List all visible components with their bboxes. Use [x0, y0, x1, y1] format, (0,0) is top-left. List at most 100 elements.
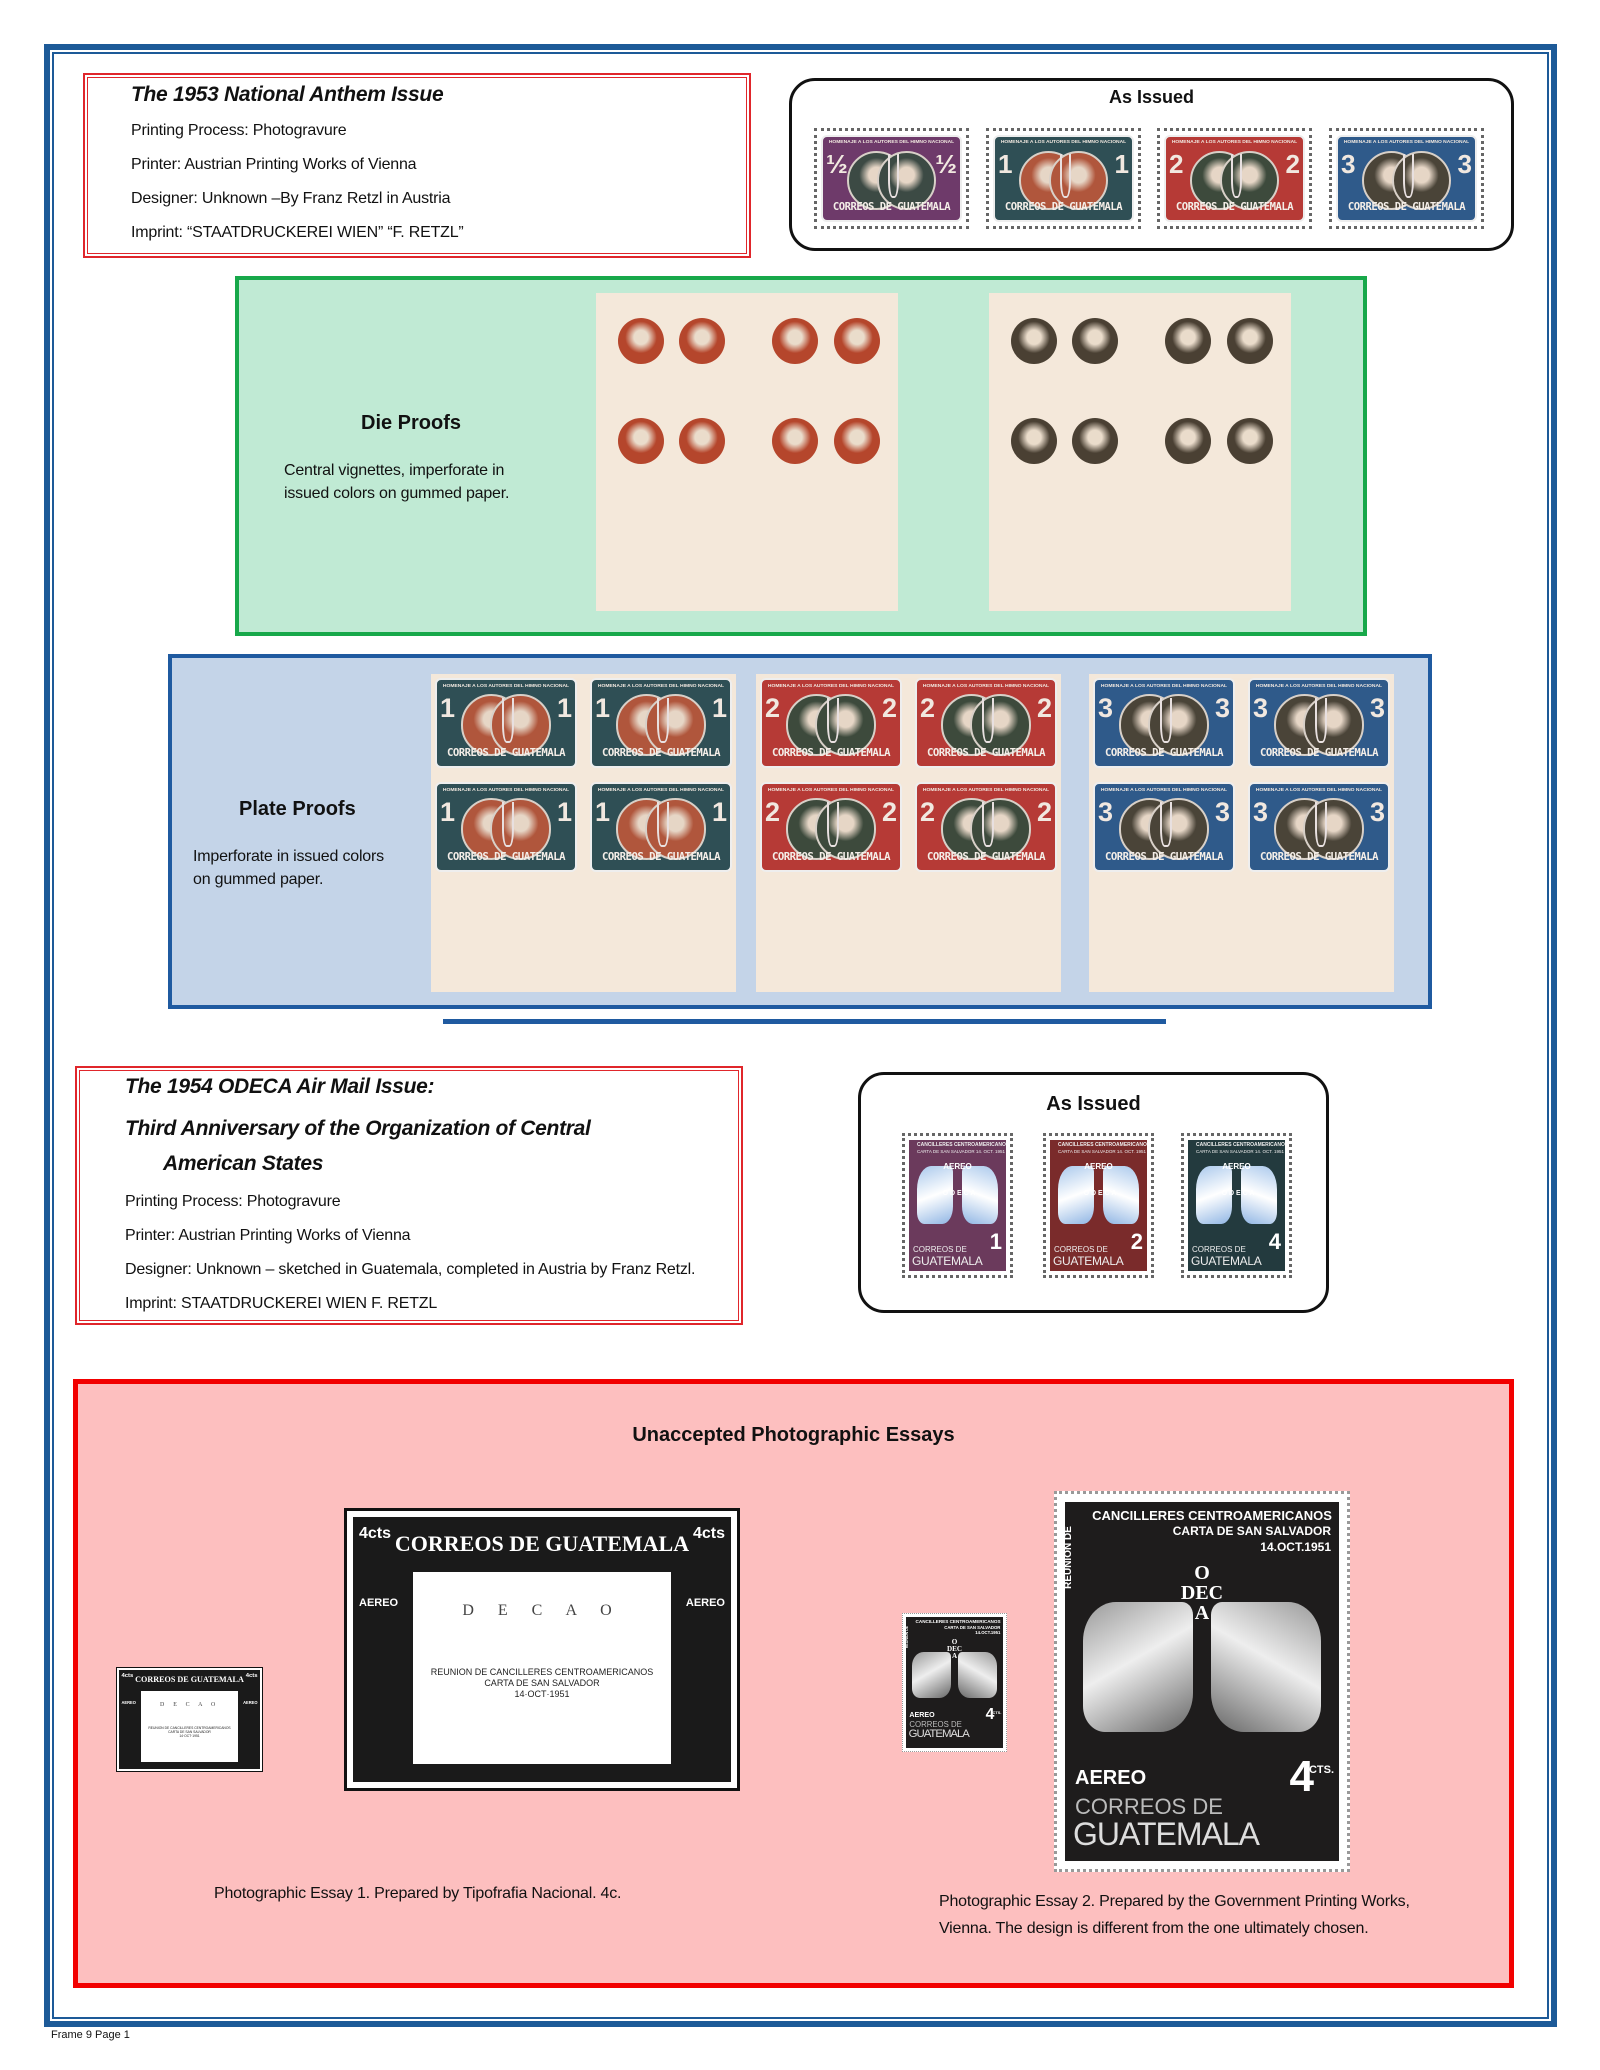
stamp-design: HOMENAJE A LOS AUTORES DEL HIMNO NACIONA…	[1336, 135, 1477, 222]
denomination-left: 2	[765, 692, 781, 723]
stamp-top-text: CANCILLERES CENTROAMERICANOS	[1196, 1142, 1285, 1148]
stamp-header: HOMENAJE A LOS AUTORES DEL HIMNO NACIONA…	[922, 683, 1050, 689]
as-issued-label: As Issued	[1108, 87, 1195, 107]
stamp-design: HOMENAJE A LOS AUTORES DEL HIMNO NACIONA…	[435, 678, 577, 768]
stamp-header: HOMENAJE A LOS AUTORES DEL HIMNO NACIONA…	[1100, 787, 1228, 793]
issue-1954-title: American States	[163, 1152, 324, 1175]
plate-proof-sheet: HOMENAJE A LOS AUTORES DEL HIMNO NACIONA…	[1089, 674, 1394, 992]
denomination-left: 1	[440, 692, 456, 723]
portrait-right	[1302, 798, 1364, 860]
divider-line	[443, 1019, 1166, 1024]
stamp-design: HOMENAJE A LOS AUTORES DEL HIMNO NACIONA…	[435, 782, 577, 872]
essay-2-odeca: A	[1194, 1602, 1210, 1624]
denomination-right: 2	[1036, 692, 1052, 723]
flag-right	[1103, 1166, 1139, 1224]
info-line: Imprint: STAATDRUCKEREI WIEN F. RETZL	[125, 1295, 438, 1312]
essay-2-top: CANCILLERES CENTROAMERICANOS	[1092, 1508, 1332, 1523]
info-line: Designer: Unknown –By Franz Retzl in Aus…	[131, 190, 451, 207]
stamp-footer: CORREOS DE GUATEMALA	[446, 745, 566, 759]
essay-2-flag-left	[1083, 1602, 1193, 1732]
denomination-left: 1	[998, 149, 1013, 180]
lyre-icon	[887, 154, 900, 198]
stamp-header: HOMENAJE A LOS AUTORES DEL HIMNO NACIONA…	[442, 683, 570, 689]
portrait-right	[1302, 694, 1364, 756]
denomination-left: 2	[920, 692, 936, 723]
vignette-proof	[772, 418, 818, 464]
plate-proofs-title: Plate Proofs	[239, 798, 356, 820]
essay-2-correos: CORREOS DE	[1075, 1794, 1223, 1819]
stamp: HOMENAJE A LOS AUTORES DEL HIMNO NACIONA…	[814, 128, 969, 229]
page-frame	[44, 44, 1557, 2027]
vignette-proof	[1165, 418, 1211, 464]
essay-2-date: 14.OCT.1951	[975, 1630, 1001, 1636]
denomination-left: 3	[1253, 796, 1269, 827]
stamp-design: HOMENAJE A LOS AUTORES DEL HIMNO NACIONA…	[590, 782, 732, 872]
essay-1-aereo-right: AEREO	[243, 1699, 258, 1705]
info-line: Printer: Austrian Printing Works of Vien…	[125, 1227, 411, 1244]
denomination-right: 1	[711, 796, 727, 827]
country-label: GUATEMALA	[1191, 1254, 1262, 1268]
denomination-right: 2	[1285, 149, 1300, 180]
essay-1-bottom-text: CARTA DE SAN SALVADOR	[484, 1678, 600, 1688]
portrait-right	[1147, 798, 1209, 860]
essay-2-cts: CTS.	[992, 1709, 1002, 1715]
denomination-left: ½	[826, 149, 848, 180]
denomination-right: 3	[1457, 149, 1472, 180]
denomination-left: 1	[595, 796, 611, 827]
essay-2-caption: Photographic Essay 2. Prepared by the Go…	[939, 1893, 1410, 1910]
country-label: GUATEMALA	[1053, 1254, 1124, 1268]
denomination-right: 1	[556, 692, 572, 723]
stamp-header: HOMENAJE A LOS AUTORES DEL HIMNO NACIONA…	[767, 683, 895, 689]
essay-2-odeca: DEC	[1180, 1582, 1224, 1604]
issue-1954-title: Third Anniversary of the Organization of…	[125, 1117, 591, 1140]
denomination: 4	[1268, 1229, 1281, 1254]
essay-2-country: GUATEMALA	[1073, 1816, 1260, 1852]
portrait-right	[1147, 694, 1209, 756]
essay-1-caption: Photographic Essay 1. Prepared by Tipofr…	[214, 1885, 622, 1902]
portrait-right	[1391, 150, 1452, 211]
lyre-icon	[1230, 154, 1243, 198]
denomination-right: 3	[1369, 692, 1385, 723]
stamp-design: HOMENAJE A LOS AUTORES DEL HIMNO NACIONA…	[1093, 782, 1235, 872]
denomination-right: 3	[1369, 796, 1385, 827]
essay-1-header: CORREOS DE GUATEMALA	[394, 1531, 690, 1556]
denomination-right: 2	[1036, 796, 1052, 827]
stamp-footer: CORREOS DE GUATEMALA	[926, 745, 1046, 759]
portrait-right	[969, 694, 1031, 756]
vignette-proof	[834, 318, 880, 364]
plate-proofs-text: Imperforate in issued colors	[193, 848, 384, 865]
denomination-right: 3	[1214, 692, 1230, 723]
die-proofs-text: issued colors on gummed paper.	[284, 485, 510, 502]
correos-label: CORREOS DE	[1192, 1245, 1246, 1254]
essay-1-bottom-text: 14·OCT·1951	[514, 1689, 570, 1699]
vignette-proof	[834, 418, 880, 464]
stamp-design: HOMENAJE A LOS AUTORES DEL HIMNO NACIONA…	[1248, 678, 1390, 768]
essay-2-value: 4	[985, 1705, 995, 1723]
stamp-design: HOMENAJE A LOS AUTORES DEL HIMNO NACIONA…	[590, 678, 732, 768]
info-line: Printing Process: Photogravure	[125, 1193, 341, 1210]
essay-1-value-left: 4cts	[359, 1525, 392, 1542]
denomination-left: 3	[1098, 796, 1114, 827]
vignette-proof	[1072, 318, 1118, 364]
essay-2-odeca: O	[1194, 1562, 1210, 1584]
stamp-footer: CORREOS DE GUATEMALA	[926, 849, 1046, 863]
stamp-top-text: CANCILLERES CENTROAMERICANOS	[917, 1142, 1006, 1148]
stamp-header: HOMENAJE A LOS AUTORES DEL HIMNO NACIONA…	[1000, 140, 1127, 146]
essay-2-top: CANCILLERES CENTROAMERICANOS	[915, 1618, 1001, 1624]
vignette-proof	[1227, 318, 1273, 364]
portrait-right	[814, 694, 876, 756]
portrait-right	[876, 150, 937, 211]
stamp-sub-text: CARTA DE SAN SALVADOR 14. OCT. 1951	[1058, 1149, 1146, 1154]
essay-1-aereo-left: AEREO	[121, 1699, 136, 1705]
stamp-header: HOMENAJE A LOS AUTORES DEL HIMNO NACIONA…	[828, 140, 955, 146]
denomination-right: 3	[1214, 796, 1230, 827]
stamp-footer: CORREOS DE GUATEMALA	[1004, 201, 1123, 214]
essay-1-header: CORREOS DE GUATEMALA	[135, 1675, 244, 1685]
stamp-header: HOMENAJE A LOS AUTORES DEL HIMNO NACIONA…	[597, 683, 725, 689]
stamp-header: HOMENAJE A LOS AUTORES DEL HIMNO NACIONA…	[922, 787, 1050, 793]
essays-title: Unaccepted Photographic Essays	[632, 1424, 955, 1446]
plate-proofs-text: on gummed paper.	[193, 871, 324, 888]
